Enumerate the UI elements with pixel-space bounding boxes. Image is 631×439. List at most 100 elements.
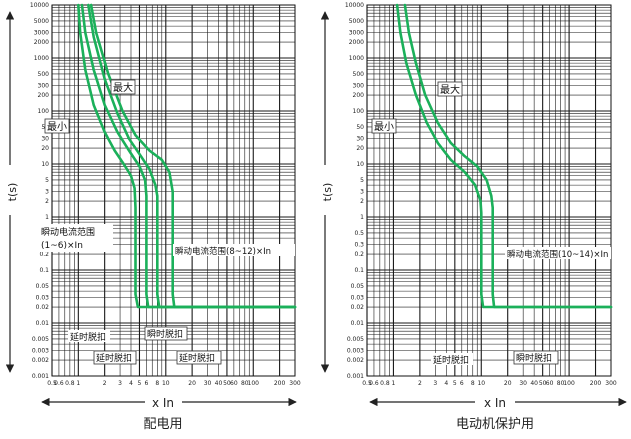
y-tick-label: 0.02 <box>351 304 365 311</box>
x-tick-label: 40 <box>530 380 538 387</box>
y-tick-label: 300 <box>353 83 365 90</box>
x-tick-label: 300 <box>605 380 617 387</box>
annotation-instant-trip: 瞬时脱扣 <box>516 352 552 364</box>
x-tick-label: 0.6 <box>54 380 64 387</box>
y-tick-label: 0.5 <box>354 230 364 237</box>
trip-curve-2 <box>403 3 613 309</box>
y-tick-label: 0.05 <box>36 283 50 290</box>
x-tick-label: 200 <box>590 380 602 387</box>
y-tick-label: 1000 <box>349 55 364 62</box>
y-tick-label: 5000 <box>349 18 364 25</box>
annotation-instant-trip: 瞬时脱扣 <box>147 328 183 340</box>
y-tick-label: 1 <box>360 214 364 221</box>
x-tick-label: 2 <box>103 380 107 387</box>
x-tick-label: 30 <box>519 380 527 387</box>
x-tick-label: 300 <box>289 380 301 387</box>
x-axis-label: x In <box>152 396 174 410</box>
trip-curve-1 <box>395 3 613 309</box>
x-tick-label: 0.6 <box>369 380 379 387</box>
y-tick-label: 0.2 <box>354 251 364 258</box>
annotation-max: 最大 <box>113 81 133 94</box>
annotation-instant-range: 瞬动电流范围(10~14)×In <box>507 249 608 260</box>
y-tick-label: 10000 <box>345 2 364 9</box>
y-tick-label: 2000 <box>349 39 364 46</box>
chart-caption: 电动机保护用 <box>456 417 534 432</box>
x-tick-label: 20 <box>188 380 196 387</box>
y-tick-label: 0.01 <box>351 320 365 327</box>
y-tick-label: 0.03 <box>36 295 50 302</box>
x-tick-label: 0.8 <box>65 380 75 387</box>
x-tick-label: 6 <box>144 380 148 387</box>
annotation-instant-range-b: (1~6)×In <box>41 241 83 251</box>
y-tick-label: 500 <box>353 71 365 78</box>
y-tick-label: 3000 <box>34 30 49 37</box>
annotation-min: 最小 <box>374 121 394 133</box>
y-tick-label: 0.02 <box>36 304 50 311</box>
y-axis-label: t(s) <box>321 183 334 202</box>
y-tick-label: 10 <box>356 161 364 168</box>
y-tick-label: 30 <box>41 136 49 143</box>
y-tick-label: 20 <box>41 145 49 152</box>
y-axis-label: t(s) <box>6 183 19 202</box>
y-tick-label: 10 <box>41 161 49 168</box>
y-tick-label: 0.005 <box>32 336 49 343</box>
x-tick-label: 1 <box>392 380 396 387</box>
y-tick-label: 0.1 <box>39 267 49 274</box>
x-tick-label: 8 <box>471 380 475 387</box>
y-tick-label: 3000 <box>349 30 364 37</box>
y-tick-label: 0.01 <box>36 320 50 327</box>
trip-curve-1 <box>77 3 297 309</box>
y-tick-label: 0.003 <box>32 348 49 355</box>
x-tick-label: 10 <box>162 380 170 387</box>
x-tick-label: 80 <box>557 380 565 387</box>
chart-distribution: 1000050003000200010005003002001005030201… <box>5 2 301 432</box>
x-tick-label: 20 <box>504 380 512 387</box>
y-tick-label: 0.002 <box>32 357 49 364</box>
y-tick-label: 0.2 <box>39 251 49 258</box>
x-tick-label: 80 <box>241 380 249 387</box>
x-tick-label: 5 <box>138 380 142 387</box>
x-tick-label: 1 <box>76 380 80 387</box>
x-tick-label: 6 <box>460 380 464 387</box>
x-tick-label: 50 <box>223 380 231 387</box>
trip-curve-3 <box>87 3 297 309</box>
x-tick-label: 100 <box>248 380 260 387</box>
y-tick-label: 2 <box>45 198 49 205</box>
y-tick-label: 30 <box>356 136 364 143</box>
y-tick-label: 200 <box>38 92 50 99</box>
y-tick-label: 3 <box>360 189 364 196</box>
y-tick-label: 0.005 <box>347 336 364 343</box>
y-tick-label: 500 <box>38 71 50 78</box>
x-tick-label: 4 <box>444 380 448 387</box>
annotation-delay: 延时脱扣 <box>433 354 469 366</box>
y-tick-label: 100 <box>38 108 50 115</box>
x-tick-label: 50 <box>539 380 547 387</box>
x-tick-label: 30 <box>204 380 212 387</box>
y-tick-label: 0.001 <box>32 373 49 380</box>
annotation-instant-range-c: 瞬动电流范围(8~12)×In <box>175 246 271 257</box>
x-tick-label: 60 <box>546 380 554 387</box>
x-tick-label: 200 <box>274 380 286 387</box>
x-tick-label: 0.5 <box>47 380 57 387</box>
y-tick-label: 1 <box>45 214 49 221</box>
y-tick-label: 0.1 <box>354 267 364 274</box>
plot-frame <box>51 4 296 377</box>
y-tick-label: 0.003 <box>347 348 364 355</box>
y-tick-label: 20 <box>356 145 364 152</box>
annotation-delay-3: 延时脱扣 <box>179 352 215 364</box>
chart-caption: 配电用 <box>143 417 182 432</box>
y-tick-label: 0.03 <box>351 295 365 302</box>
x-tick-label: 40 <box>215 380 223 387</box>
y-tick-label: 5 <box>360 177 364 184</box>
x-tick-label: 2 <box>418 380 422 387</box>
y-tick-label: 1000 <box>34 55 49 62</box>
x-tick-label: 3 <box>118 380 122 387</box>
x-axis-label: x In <box>484 396 506 410</box>
x-tick-label: 3 <box>433 380 437 387</box>
trip-curve-4 <box>89 3 297 309</box>
y-tick-label: 50 <box>356 124 364 131</box>
y-tick-label: 5 <box>45 177 49 184</box>
annotation-max: 最大 <box>440 83 460 96</box>
annotation-min: 最小 <box>47 121 67 133</box>
